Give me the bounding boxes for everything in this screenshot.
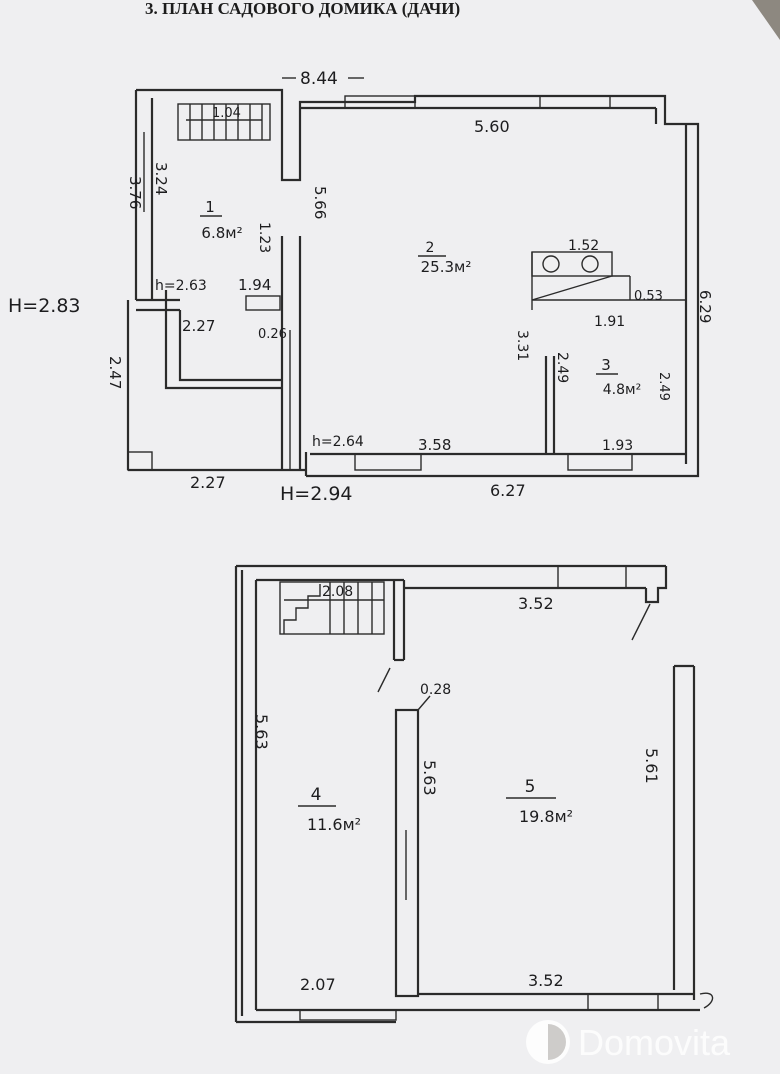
upper-middle-partition: [394, 708, 420, 998]
upper-dim-bottom-right: 3.52: [528, 971, 564, 990]
upper-floor-plan: 2.08 3.52 5.63 0.28 5.63 5.61 2.07 3.52 …: [234, 564, 714, 1024]
upper-dim-left: 5.63: [252, 714, 271, 750]
domovita-watermark: Domovita: [526, 1020, 731, 1064]
dim-bottom-right: 6.27: [490, 481, 526, 500]
upper-stairs: [279, 581, 385, 635]
upper-dim-028: 0.28: [420, 682, 451, 698]
dim-partition-2: 1.23: [256, 222, 272, 253]
dim-249: 2.49: [554, 352, 570, 383]
page-title: 3. ПЛАН САДОВОГО ДОМИКА (ДАЧИ): [145, 0, 460, 18]
upper-dim-middle: 5.63: [420, 760, 439, 796]
room-5-number: 5: [525, 777, 536, 797]
upper-dim-bottom-left: 2.07: [300, 975, 336, 994]
corner-column: [127, 451, 153, 471]
dim-top-total: 8.44: [300, 69, 338, 89]
dim-right-outer: 6.29: [696, 290, 714, 323]
upper-dim-stair: 2.08: [322, 584, 353, 600]
dim-053: 0.53: [634, 289, 663, 304]
door-room1: [245, 295, 281, 311]
room-2-area: 25.3м²: [421, 258, 472, 276]
upper-door-right: [631, 603, 651, 641]
dim-193: 1.93: [602, 438, 633, 454]
dim-191: 1.91: [594, 314, 625, 330]
dim-left-outer: 3.76: [126, 176, 144, 209]
dim-194: 1.94: [238, 276, 271, 294]
room-4-area: 11.6м²: [307, 815, 361, 834]
upper-window-bottom-left: [299, 1009, 397, 1021]
dim-partition-1: 5.66: [311, 186, 329, 219]
window-top-1: [344, 95, 416, 109]
upper-window-bottom-right: [587, 993, 659, 1011]
room-3-area: 4.8м²: [603, 382, 641, 398]
room-2-number: 2: [426, 240, 435, 256]
room-3-number: 3: [601, 356, 611, 374]
dim-top-right: 5.60: [474, 117, 510, 136]
ground-floor-plan: 8.44 5.60 1.04 3.76 3.24 5.66 1.23 H=2.8…: [8, 69, 714, 505]
height-outer-label: H=2.83: [8, 295, 81, 317]
upper-dim-top-right: 3.52: [518, 594, 554, 613]
window-bottom-1: [354, 453, 422, 471]
room-5-area: 19.8м²: [519, 807, 573, 826]
dim-026: 0.26: [258, 327, 287, 342]
dim-249b: 2.49: [656, 372, 671, 401]
window-bottom-2: [567, 453, 633, 471]
dim-left-lower: 2.47: [106, 356, 124, 389]
dim-stair-width: 1.04: [212, 106, 241, 121]
height-room1: h=2.63: [155, 278, 207, 294]
upper-window-top: [557, 565, 627, 589]
room-1-number: 1: [205, 198, 215, 216]
ground-stairs: [177, 103, 271, 141]
room-1-area: 6.8м²: [201, 224, 242, 242]
height-room2: h=2.64: [312, 434, 364, 450]
room-4-number: 4: [311, 785, 322, 805]
dim-left-inner: 3.24: [152, 162, 170, 195]
dim-331: 3.31: [514, 330, 530, 361]
dim-358: 3.58: [418, 436, 451, 454]
upper-dim-right: 5.61: [642, 748, 661, 784]
height-bottom-label: H=2.94: [280, 483, 353, 505]
window-top-2: [539, 95, 611, 109]
stove-symbol: [531, 251, 686, 310]
upper-door-left: [377, 667, 391, 693]
dim-227-inner: 2.27: [182, 317, 215, 335]
dim-bottom-left: 2.27: [190, 473, 226, 492]
room1-inner-wall: [178, 310, 282, 382]
watermark-text: Domovita: [578, 1022, 731, 1063]
dim-152: 1.52: [568, 238, 599, 254]
